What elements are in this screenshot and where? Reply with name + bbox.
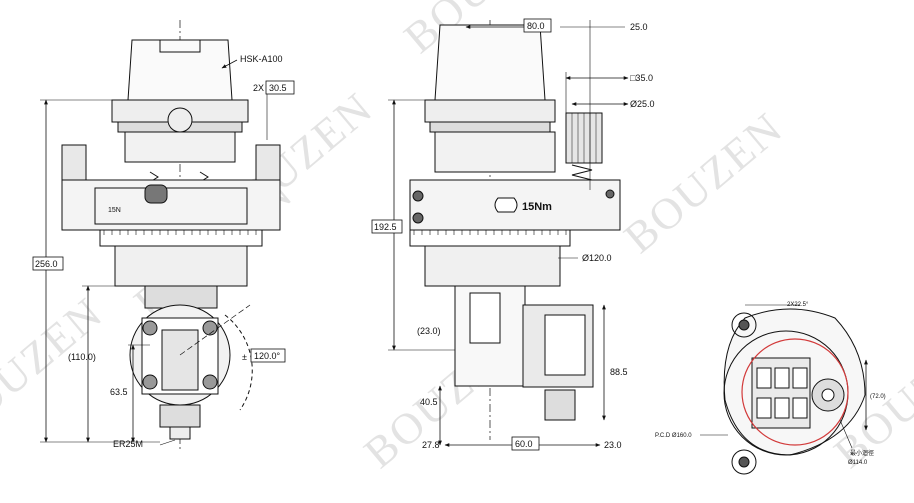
side-view-labels: 80.0 25.0 □35.0 Ø25.0 192.5 15Nm Ø120.0 …	[371, 18, 655, 451]
swivel-value-label: 120.0°	[254, 351, 281, 361]
width-mid-label: 60.0	[515, 439, 533, 449]
square-label: □35.0	[630, 73, 653, 83]
pin-right	[255, 144, 281, 181]
anti-rotation-key	[144, 184, 168, 204]
side-hsk-taper	[434, 24, 546, 101]
front-view	[40, 20, 281, 450]
stop-block	[167, 107, 193, 133]
watermark-6: BOUZEN	[0, 288, 112, 448]
height-right-label: 88.5	[610, 367, 628, 377]
front-view-labels: HSK-A100 2X 30.5 256.0 (110.0) 63.5 ± 12…	[32, 54, 295, 449]
height-collet-label: 63.5	[110, 387, 128, 397]
nameplate	[469, 292, 501, 344]
height-total-label: 256.0	[35, 259, 58, 269]
width-left-label: 27.8	[422, 440, 440, 450]
height-head-label: (110.0)	[68, 352, 96, 362]
plan-view-labels: 2X22.5° P.C.D Ø160.0 (72.0) 最小迴徑 Ø114.0	[655, 302, 886, 466]
side-scale-ring	[409, 229, 571, 247]
height-body-label: 192.5	[374, 222, 397, 232]
hsk-taper	[127, 39, 233, 101]
side-collet	[544, 389, 576, 421]
pin-value-label: 30.5	[269, 83, 287, 93]
angle-label: 2X22.5°	[787, 302, 809, 308]
interface-label: HSK-A100	[240, 54, 283, 64]
min-turn-value: Ø114.0	[848, 460, 868, 466]
angle-scale-ring	[99, 229, 263, 247]
top-width-label: 80.0	[527, 21, 545, 31]
diameter-small-label: Ø25.0	[630, 99, 655, 109]
offset-label: (23.0)	[417, 326, 441, 336]
min-turn-label: 最小迴徑	[850, 449, 874, 457]
width-right-label: 23.0	[604, 440, 622, 450]
pcd-label: P.C.D Ø160.0	[655, 433, 692, 439]
height-bottom-label: 40.5	[420, 397, 438, 407]
torque-label: 15Nm	[522, 201, 552, 213]
wrench-icon	[494, 197, 518, 213]
min-turn-circle	[741, 338, 849, 446]
plan-view	[700, 304, 868, 475]
collet-label: ER25M	[113, 439, 143, 449]
diameter-flange-label: Ø120.0	[582, 253, 612, 263]
pin-left	[61, 144, 87, 181]
pin-spacing-label: 2X	[253, 83, 264, 93]
side-dim-label: (72.0)	[870, 394, 886, 400]
side-view	[388, 20, 629, 447]
torque-small-label: 15N	[108, 207, 121, 214]
watermark-4: BOUZEN	[615, 103, 792, 263]
swivel-housing	[114, 245, 248, 287]
swivel-sign-label: ±	[242, 352, 247, 362]
collet-nut	[159, 404, 201, 428]
top-offset-label: 25.0	[630, 22, 648, 32]
